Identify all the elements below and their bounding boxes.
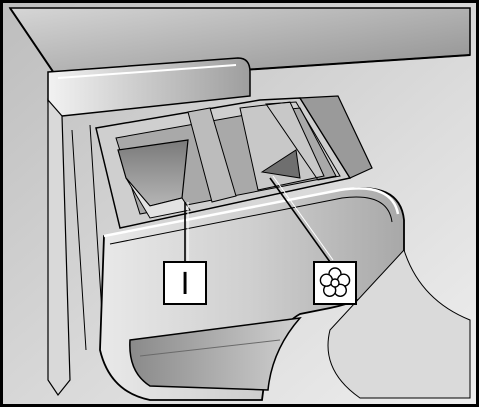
main-wash-label: I [181,267,190,302]
drawer-front-top-edge [109,196,393,245]
drawer-grip-shadow [139,339,281,357]
machine-right-panel [327,249,471,399]
handle-highlight [57,64,237,79]
compartment-divider [187,107,237,203]
side-panel [47,98,71,397]
softener-leader-line [269,177,331,263]
softener-leader-line-white [272,175,334,261]
drawer-right-rail [265,101,341,181]
drawer-right-wall [298,95,373,179]
drawer-front-lip [103,187,400,238]
flower-icon [319,267,351,298]
drawer-grip-recess [129,317,302,391]
main-wash-label-box [163,261,207,305]
main-wash-compartment-floor [125,177,191,219]
softener-siphon [260,149,301,179]
